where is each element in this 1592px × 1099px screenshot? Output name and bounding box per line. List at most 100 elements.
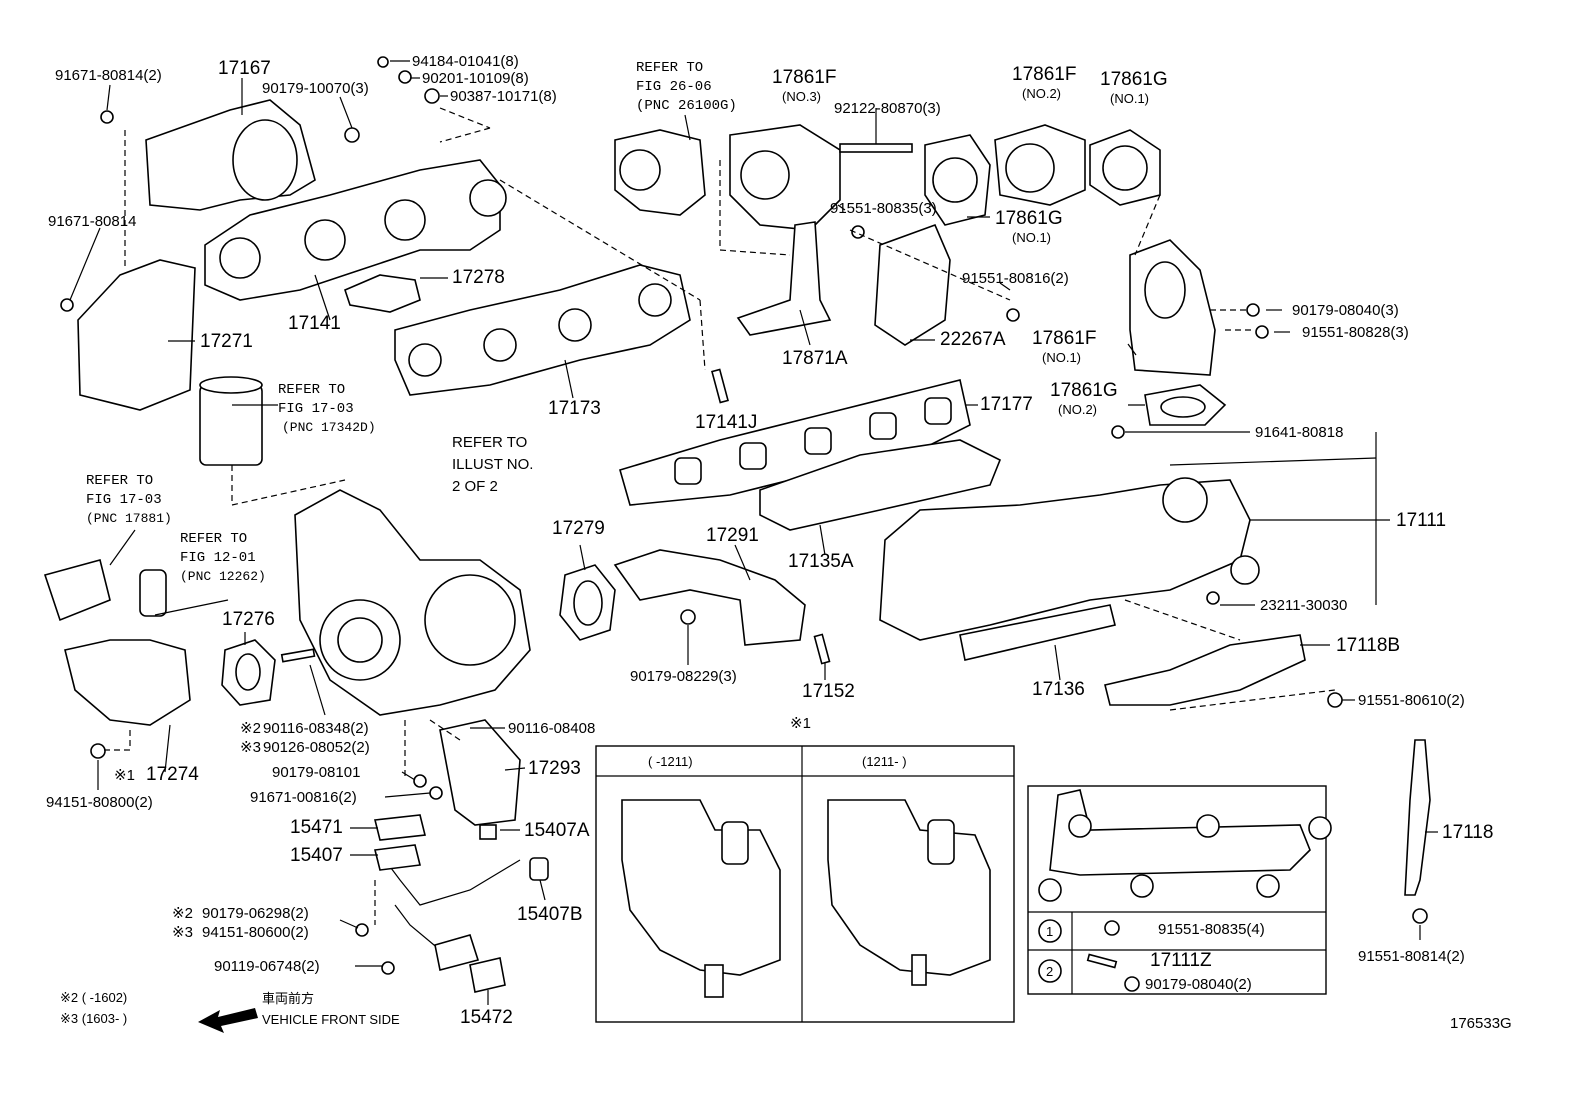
bracket-22267a	[874, 223, 951, 346]
label-17118b: 17118B	[1336, 635, 1400, 656]
label-17291: 17291	[706, 525, 759, 546]
intake-manifold-17111	[879, 479, 1251, 641]
mark-3-a: ※3	[240, 739, 261, 756]
mark-1-inset: ※1	[790, 715, 811, 732]
figure-code: 176533G	[1450, 1015, 1512, 1032]
manifold-gasket-17173	[394, 264, 691, 396]
label-17271: 17271	[200, 331, 253, 352]
label-15472: 15472	[460, 1007, 513, 1028]
label-91671-80814: 91671-80814	[48, 213, 136, 230]
label-90179-10070: 90179-10070(3)	[262, 80, 369, 97]
label-17278: 17278	[452, 267, 505, 288]
bracket-17871a	[736, 221, 832, 336]
refer-fig1703a-l2: FIG 17-03	[278, 401, 354, 417]
label-no2b: (NO.2)	[1058, 402, 1097, 417]
label-17861g-no1-top: 17861G	[1100, 69, 1168, 90]
footnote-3: ※3 (1603- )	[60, 1011, 127, 1026]
refer-illust-l2: ILLUST NO.	[452, 456, 533, 473]
label-91551-80610: 91551-80610(2)	[1358, 692, 1465, 709]
label-17135a: 17135A	[788, 551, 854, 572]
legend-marker-2: 2	[1046, 964, 1053, 979]
refer-fig1703a-l1: REFER TO	[278, 382, 345, 398]
label-91551-80828-3: 91551-80828(3)	[1302, 324, 1409, 341]
refer-fig1703b-l2: FIG 17-03	[86, 492, 162, 508]
mark-1: ※1	[114, 767, 135, 784]
label-17274: 17274	[146, 764, 199, 785]
guide-lines	[100, 107, 1336, 925]
label-90119-06748: 90119-06748(2)	[214, 958, 320, 975]
mark-2-b: ※2	[172, 905, 193, 922]
label-17141: 17141	[288, 313, 341, 334]
label-17861g-no2: 17861G	[1050, 380, 1118, 401]
refer-fig2606-l1: REFER TO	[636, 60, 703, 76]
label-90179-08229: 90179-08229(3)	[630, 668, 737, 685]
refer-fig1703b-l1: REFER TO	[86, 473, 153, 489]
bracket-17118	[1404, 739, 1431, 896]
label-91551-80835-3: 91551-80835(3)	[830, 200, 937, 217]
refer-illust-l1: REFER TO	[452, 434, 527, 451]
label-17861f-no3: 17861F	[772, 67, 836, 88]
exhaust-manifold-17141	[204, 159, 501, 301]
label-15407b: 15407B	[517, 904, 583, 925]
label-17871a: 17871A	[782, 348, 848, 369]
refer-fig2606-l2: FIG 26-06	[636, 79, 712, 95]
mark-3-b: ※3	[172, 924, 193, 941]
label-90179-08040-2: 90179-08040(2)	[1145, 976, 1252, 993]
label-17152: 17152	[802, 681, 855, 702]
label-17293: 17293	[528, 758, 581, 779]
label-91551-80835-4: 91551-80835(4)	[1158, 921, 1265, 938]
pipe-17291	[613, 549, 806, 646]
labels: 91671-80814(2) 17167 90179-10070(3) 9418…	[46, 53, 1512, 1032]
label-90179-08101: 90179-08101	[272, 764, 360, 781]
label-17861g-no1: 17861G	[995, 208, 1063, 229]
label-90201-10109: 90201-10109(8)	[422, 70, 529, 87]
refer-fig1703a-l3: (PNC 17342D)	[282, 420, 376, 435]
part-shapes	[43, 56, 1431, 993]
front-label-jp: 車両前方	[262, 991, 314, 1006]
inset-box	[595, 745, 1015, 1023]
label-91551-80816: 91551-80816(2)	[962, 270, 1069, 287]
inset-right-header: (1211- )	[862, 754, 907, 769]
mark-2-a: ※2	[240, 720, 261, 737]
label-90116-08408: 90116-08408	[508, 720, 595, 737]
label-no3: (NO.3)	[782, 89, 821, 104]
hose	[43, 559, 111, 622]
label-91671-80814-2: 91671-80814(2)	[55, 67, 162, 84]
label-17276: 17276	[222, 609, 275, 630]
label-90179-06298: 90179-06298(2)	[202, 905, 309, 922]
label-17141j: 17141J	[695, 412, 757, 433]
label-17136: 17136	[1032, 679, 1085, 700]
label-17861f-no2: 17861F	[1012, 64, 1076, 85]
elbow-17274	[64, 639, 191, 726]
refer-fig2606-l3: (PNC 26100G)	[636, 98, 737, 114]
label-94151-80800: 94151-80800(2)	[46, 794, 153, 811]
refer-illust-l3: 2 OF 2	[452, 478, 498, 495]
refer-fig1703b-l3: (PNC 17881)	[86, 511, 172, 526]
label-no1: (NO.1)	[1110, 91, 1149, 106]
label-91551-80814-2: 91551-80814(2)	[1358, 948, 1465, 965]
label-94184-01041: 94184-01041(8)	[412, 53, 519, 70]
label-91641-80818: 91641-80818	[1255, 424, 1343, 441]
front-label-en: VEHICLE FRONT SIDE	[262, 1012, 400, 1027]
footnote-2: ※2 ( -1602)	[60, 990, 127, 1005]
heat-insulator-17271	[77, 259, 196, 411]
pipe-17342d	[199, 384, 263, 466]
label-23211-30030: 23211-30030	[1260, 597, 1347, 614]
label-no1c: (NO.1)	[1042, 350, 1081, 365]
gasket-15472	[469, 957, 506, 993]
bracket-17118b	[1104, 634, 1306, 706]
refer-fig1201-l2: FIG 12-01	[180, 550, 256, 566]
label-17167: 17167	[218, 58, 271, 79]
label-94151-80600: 94151-80600(2)	[202, 924, 309, 941]
label-15407: 15407	[290, 845, 343, 866]
label-91671-00816: 91671-00816(2)	[250, 789, 357, 806]
label-17279: 17279	[552, 518, 605, 539]
oil-pipe-15407	[384, 859, 521, 906]
label-90126-08052: 90126-08052(2)	[263, 739, 370, 756]
leader-lines	[69, 60, 1438, 1005]
label-15471: 15471	[290, 817, 343, 838]
label-15407a: 15407A	[524, 820, 590, 841]
legend-marker-1: 1	[1046, 924, 1053, 939]
label-17118: 17118	[1442, 822, 1493, 843]
